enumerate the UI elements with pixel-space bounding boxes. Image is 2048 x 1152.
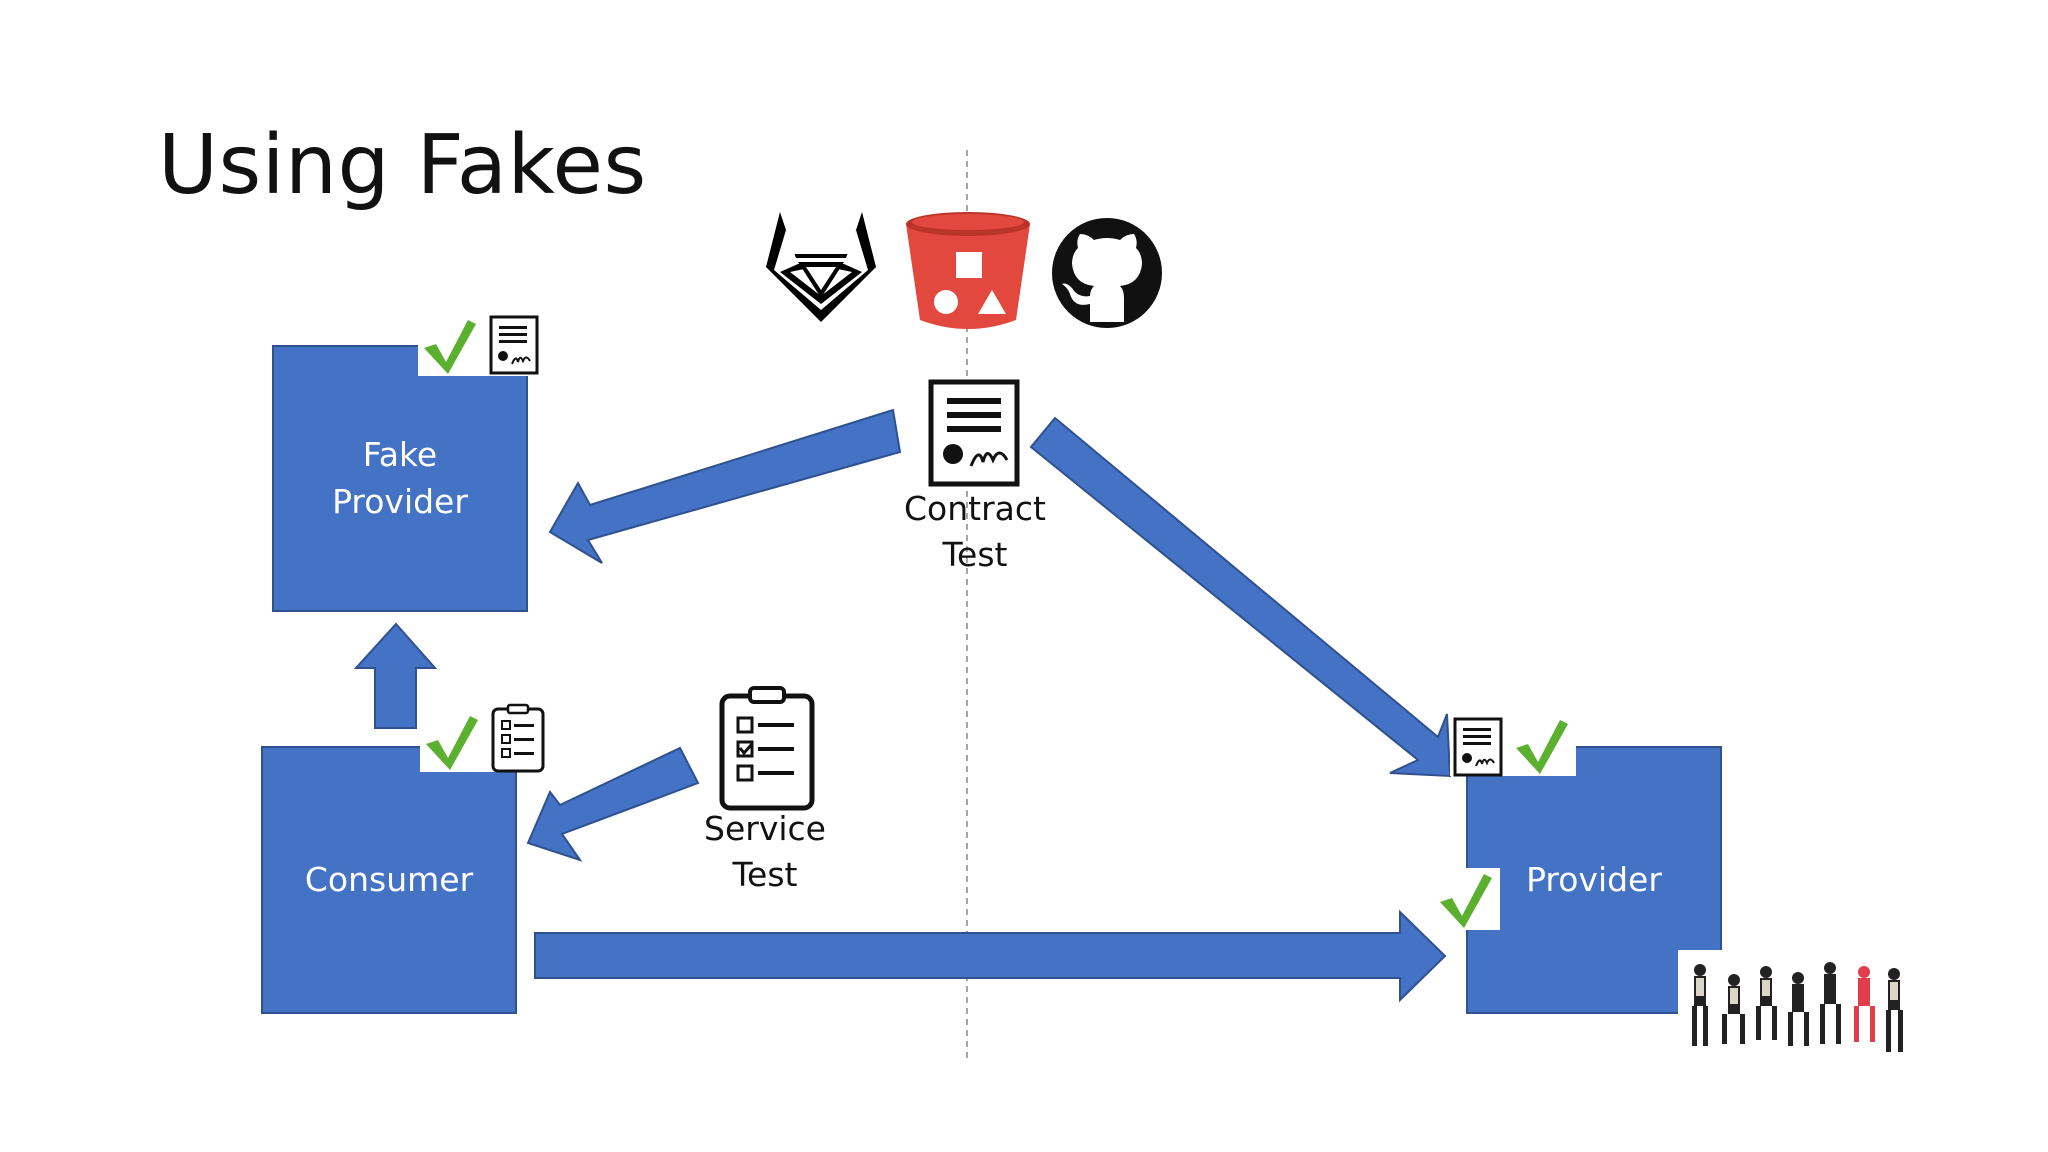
arrow-consumer-to-provider (534, 909, 1447, 1003)
github-icon (1052, 218, 1162, 328)
contract-icon (928, 379, 1020, 487)
arrow-contract-to-provider (1029, 416, 1452, 778)
fake-provider-box: Fake Provider (272, 345, 528, 612)
service-test-label: Service Test (704, 809, 826, 895)
arrow-service-to-consumer (526, 746, 700, 862)
gitlab-icon (766, 212, 876, 322)
bucket-icon (906, 212, 1030, 329)
jumping-people-image (1678, 950, 1944, 1074)
provider-label: Provider (1526, 859, 1662, 899)
checkmark-icon (1440, 874, 1492, 928)
checklist-icon (719, 686, 815, 811)
contract-icon (1453, 717, 1503, 777)
contract-icon (489, 315, 539, 375)
checkmark-icon (1516, 720, 1568, 774)
checkmark-icon (426, 716, 478, 770)
arrow-contract-to-fake-provider (548, 408, 902, 564)
consumer-box: Consumer (261, 746, 517, 1014)
page-title: Using Fakes (158, 118, 647, 213)
fake-provider-label: Fake Provider (332, 435, 468, 521)
arrow-consumer-to-fake-provider (353, 622, 438, 729)
checklist-icon (491, 703, 545, 773)
contract-test-label: Contract Test (904, 489, 1046, 575)
checkmark-icon (424, 320, 476, 374)
consumer-label: Consumer (304, 859, 474, 899)
